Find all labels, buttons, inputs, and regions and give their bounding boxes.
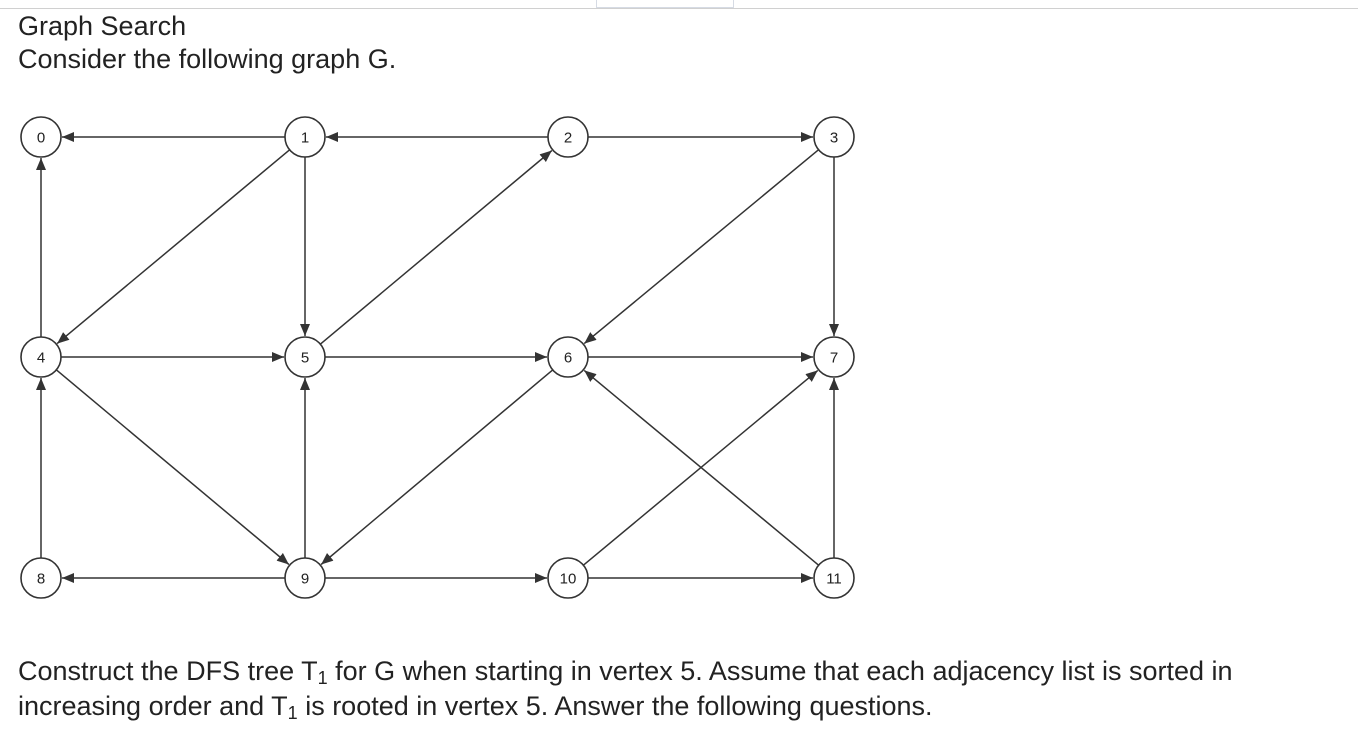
node-label-5: 5 bbox=[301, 350, 309, 367]
question-line-1: Construct the DFS tree T1 for G when sta… bbox=[18, 654, 1233, 689]
node-circle-9 bbox=[284, 557, 326, 599]
edge-1-4 bbox=[56, 149, 291, 345]
node-5: 5 bbox=[284, 336, 326, 378]
question-line-1-end: for G when starting in vertex 5. Assume … bbox=[327, 656, 1233, 686]
node-4: 4 bbox=[20, 336, 62, 378]
node-label-2: 2 bbox=[564, 130, 572, 147]
subscript-2: 1 bbox=[287, 703, 298, 723]
node-label-4: 4 bbox=[37, 350, 45, 367]
intro-text: Consider the following graph G. bbox=[18, 44, 397, 74]
edge-3-6 bbox=[583, 149, 820, 345]
node-0: 0 bbox=[20, 116, 62, 158]
subscript-1: 1 bbox=[317, 668, 328, 688]
node-11: 11 bbox=[813, 557, 855, 599]
node-circle-11 bbox=[813, 557, 855, 599]
node-label-0: 0 bbox=[37, 130, 45, 147]
edge-6-9 bbox=[320, 369, 554, 566]
node-circle-4 bbox=[20, 336, 62, 378]
node-label-8: 8 bbox=[37, 571, 45, 588]
node-circle-7 bbox=[813, 336, 855, 378]
top-divider bbox=[0, 8, 1358, 9]
nodes-layer: 0 1 2 3 4 5 6 7 8 9 10 11 bbox=[20, 116, 855, 599]
edge-11-6 bbox=[583, 369, 820, 566]
node-circle-0 bbox=[20, 116, 62, 158]
top-tab bbox=[596, 0, 734, 8]
question-line-2: increasing order and T1 is rooted in ver… bbox=[18, 689, 1233, 724]
node-8: 8 bbox=[20, 557, 62, 599]
node-circle-10 bbox=[547, 557, 589, 599]
question-line-2-end: is rooted in vertex 5. Answer the follow… bbox=[297, 691, 933, 721]
edges-layer bbox=[36, 132, 839, 583]
node-7: 7 bbox=[813, 336, 855, 378]
node-circle-1 bbox=[284, 116, 326, 158]
node-label-3: 3 bbox=[830, 130, 838, 147]
node-9: 9 bbox=[284, 557, 326, 599]
edge-5-2 bbox=[319, 149, 553, 345]
node-6: 6 bbox=[547, 336, 589, 378]
node-circle-5 bbox=[284, 336, 326, 378]
question-line-1-start: Construct the DFS tree T bbox=[18, 656, 318, 686]
graph-diagram: 0 1 2 3 4 5 6 7 8 9 10 11 bbox=[20, 116, 855, 599]
node-circle-2 bbox=[547, 116, 589, 158]
node-2: 2 bbox=[547, 116, 589, 158]
page-title: Graph Search bbox=[18, 11, 187, 41]
node-label-10: 10 bbox=[560, 571, 577, 588]
node-label-11: 11 bbox=[826, 571, 842, 588]
node-10: 10 bbox=[547, 557, 589, 599]
node-1: 1 bbox=[284, 116, 326, 158]
node-label-1: 1 bbox=[301, 130, 309, 147]
node-circle-8 bbox=[20, 557, 62, 599]
question-text: Construct the DFS tree T1 for G when sta… bbox=[18, 654, 1233, 724]
node-label-7: 7 bbox=[830, 350, 838, 367]
node-circle-3 bbox=[813, 116, 855, 158]
node-label-6: 6 bbox=[564, 350, 572, 367]
node-label-9: 9 bbox=[301, 571, 309, 588]
edge-4-9 bbox=[55, 369, 290, 566]
question-line-2-start: increasing order and T bbox=[18, 691, 288, 721]
node-circle-6 bbox=[547, 336, 589, 378]
node-3: 3 bbox=[813, 116, 855, 158]
